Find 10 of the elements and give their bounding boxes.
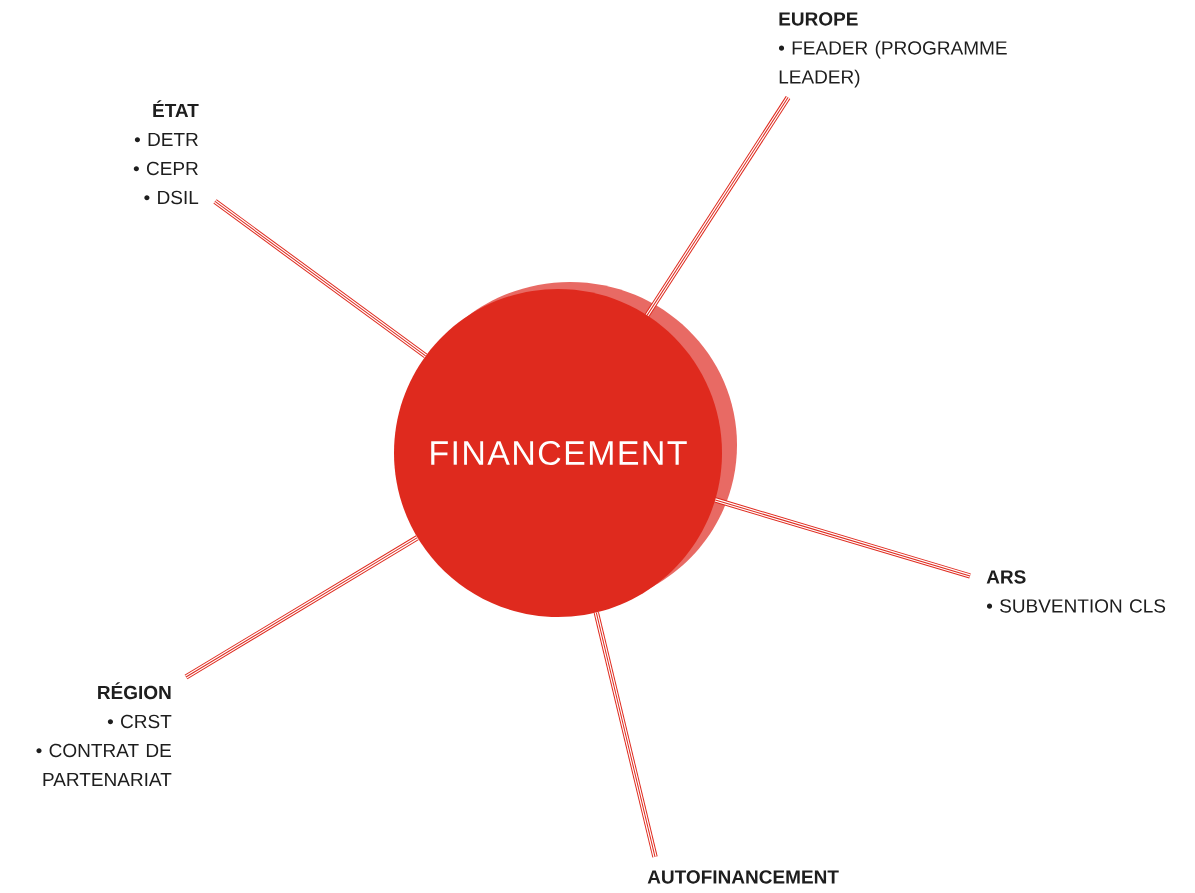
triple-line <box>714 497 971 579</box>
triple-line <box>184 535 419 680</box>
funding-label: RÉGION • CRST • CONTRAT DE PARTENARIAT <box>36 682 172 786</box>
funding-label: ARS • SUBVENTION CLS <box>986 570 1166 613</box>
triple-line <box>644 96 791 317</box>
funding-label: EUROPE • FEADER (PROGRAMME LEADER) <box>778 12 1007 88</box>
triple-line <box>593 612 658 858</box>
funding-label: AUTOFINANCEMENT <box>647 870 839 884</box>
triple-line <box>213 199 428 359</box>
funding-label: ÉTAT • DETR • CEPR • DSIL <box>133 100 199 205</box>
